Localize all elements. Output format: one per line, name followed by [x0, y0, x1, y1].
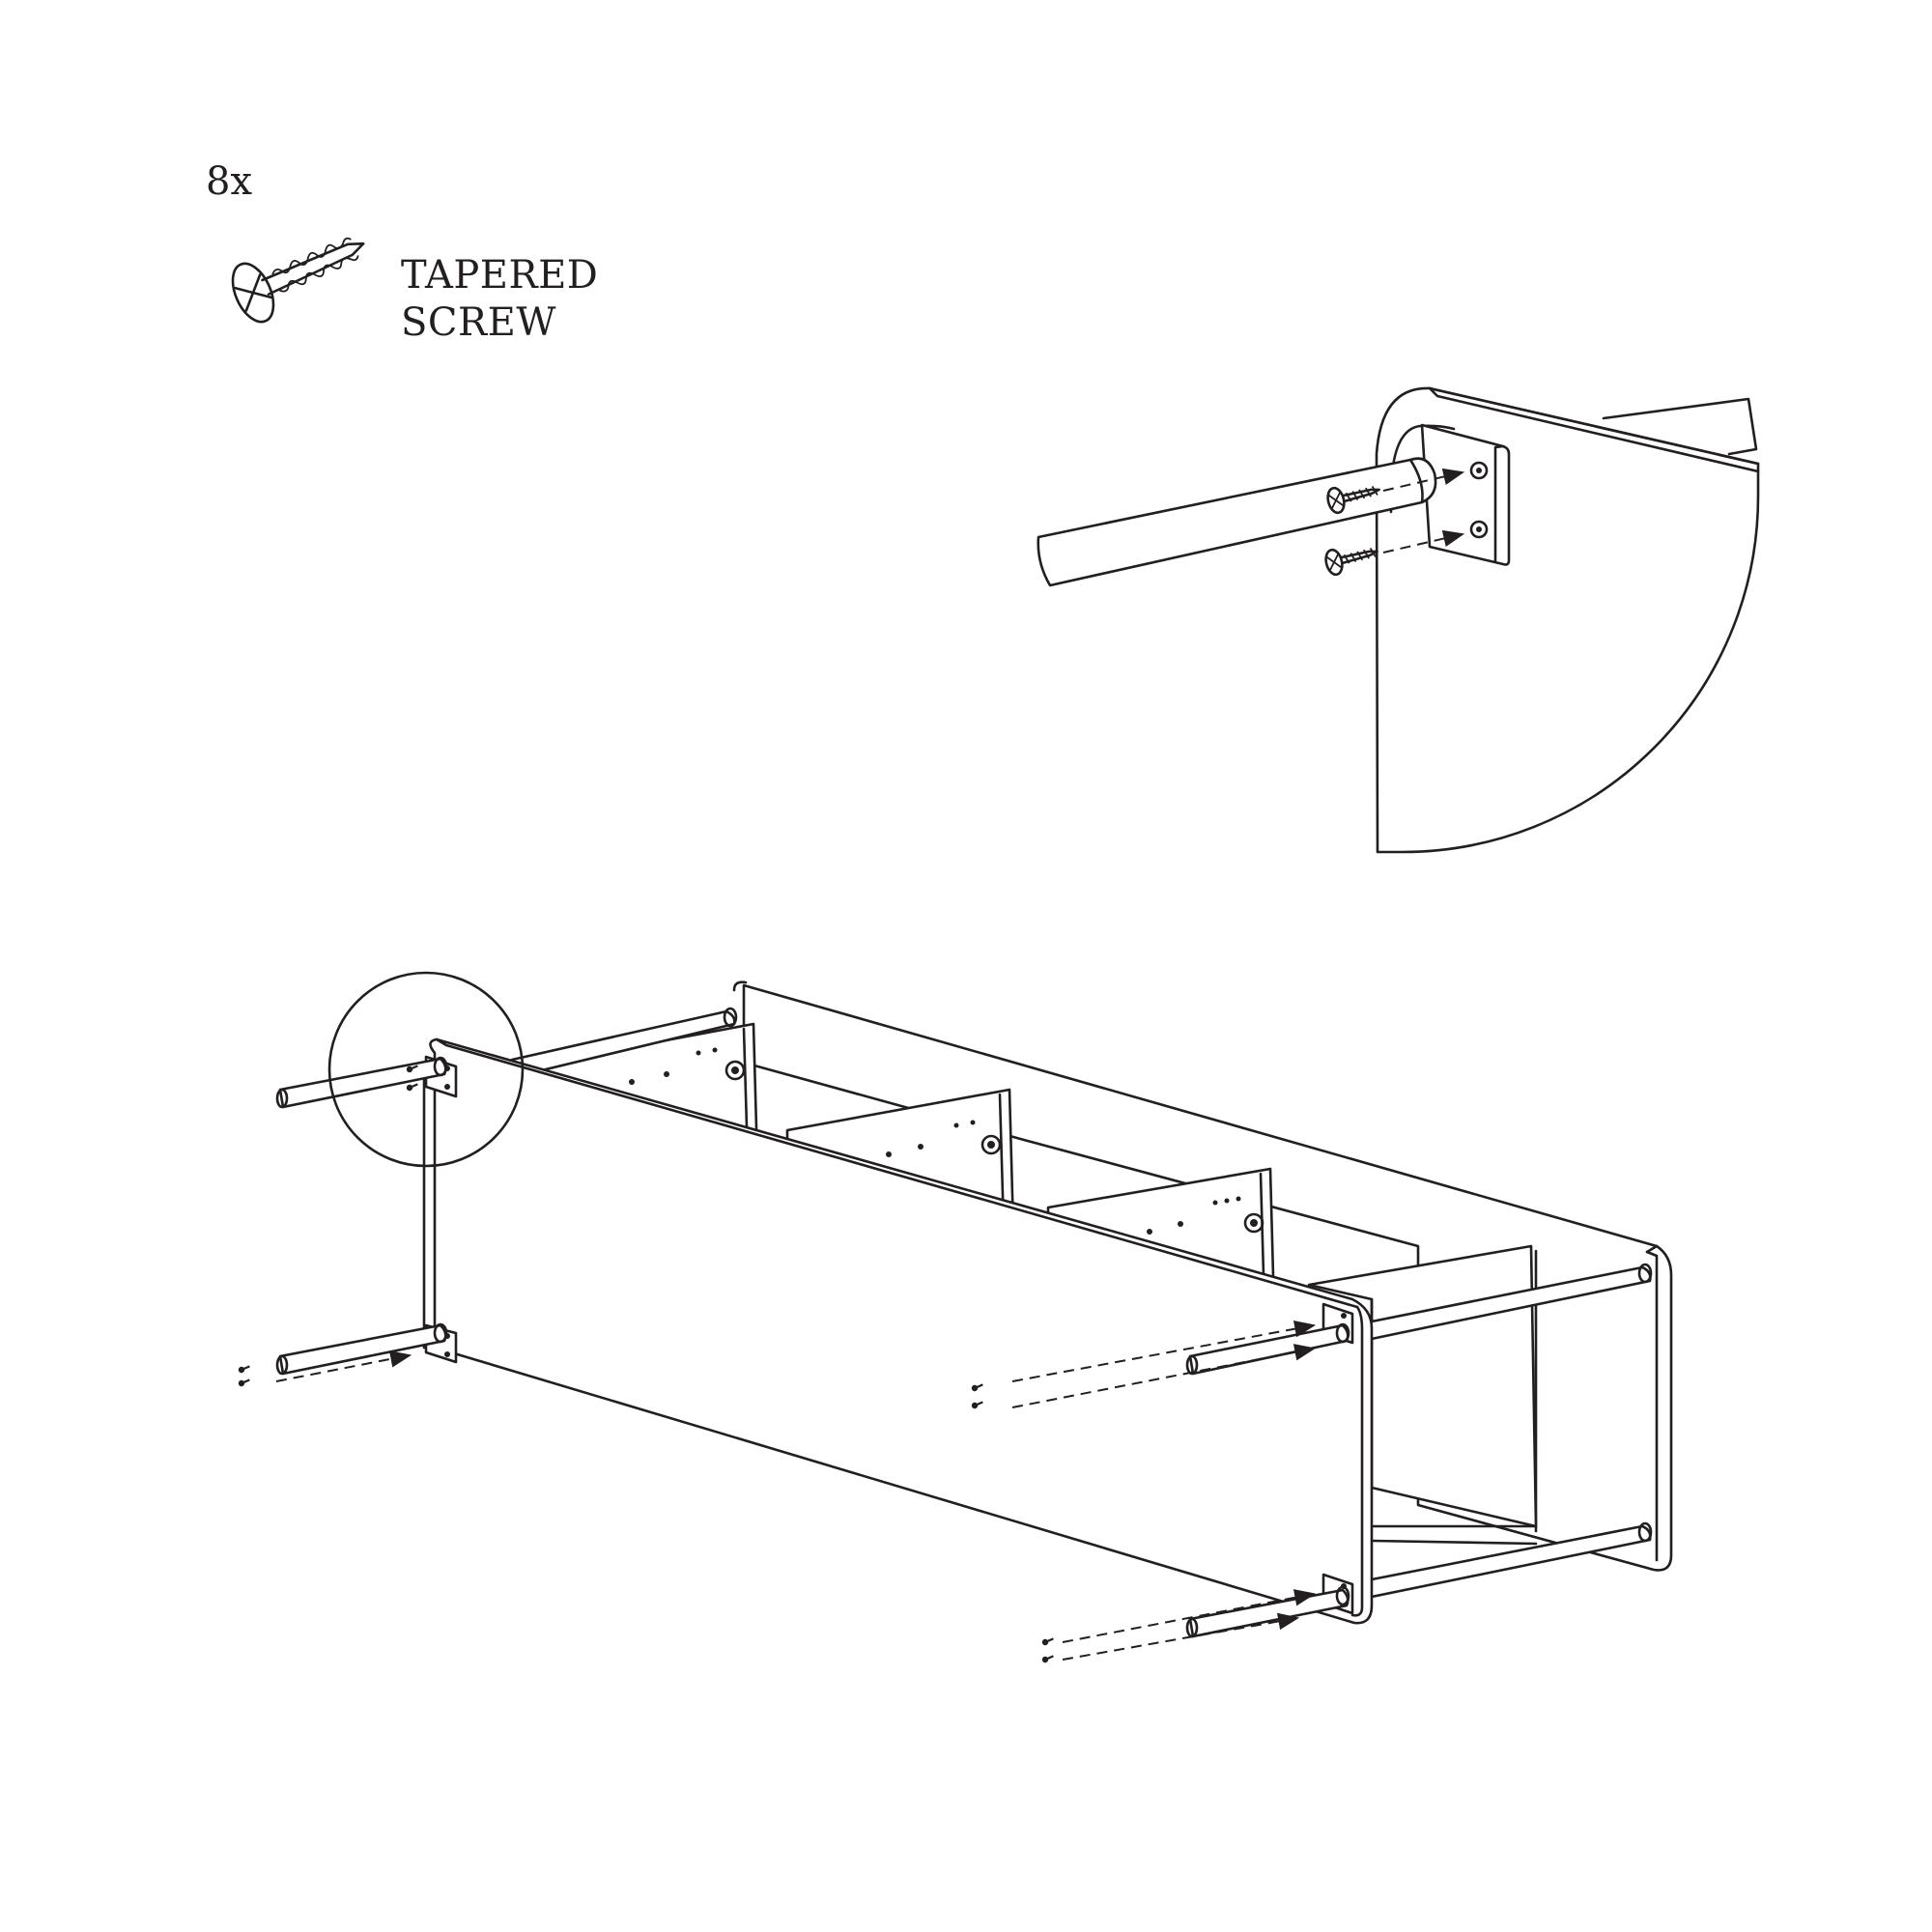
rod-top-left	[275, 1056, 448, 1109]
rod-bottom-left	[275, 1322, 448, 1376]
rod-top-right	[1185, 1322, 1350, 1376]
detail-screw-hole-bottom	[1469, 520, 1489, 539]
detail-view	[1037, 386, 1760, 854]
hardware-quantity: 8x	[206, 159, 253, 204]
screws-bottom-right	[1040, 1635, 1056, 1664]
back-rod-top-left	[510, 1007, 738, 1077]
screws-bottom-left	[237, 1363, 252, 1388]
detail-screw-bottom	[1324, 548, 1378, 577]
front-panel	[429, 1037, 1374, 1625]
back-rod-bottom-right	[1360, 1521, 1653, 1600]
back-rod-top-right	[1360, 1263, 1653, 1342]
insertion-arrows	[275, 1320, 1317, 1661]
hardware-name-line2: SCREW	[401, 300, 556, 345]
detail-callout-circle	[327, 971, 525, 1168]
tapered-screw-icon	[231, 237, 365, 324]
shelf-unit	[237, 971, 1673, 1664]
detail-back-rail	[1602, 397, 1758, 456]
hardware-name-line1: TAPERED	[401, 253, 599, 298]
detail-screw-hole-top	[1469, 461, 1489, 480]
detail-screw-top	[1326, 486, 1380, 515]
